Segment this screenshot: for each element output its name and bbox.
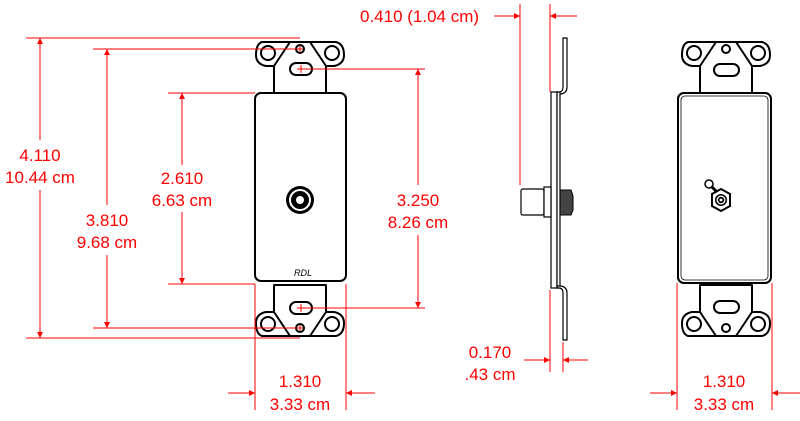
- rdl-logo: RDL: [294, 268, 312, 278]
- dim-rear-width-in: 1.310: [703, 372, 746, 391]
- rear-jack-icon: [704, 179, 731, 213]
- side-view: 0.410 (1.04 cm) 0.170 .43 cm: [360, 4, 588, 384]
- rear-plate: [677, 92, 772, 284]
- dim-slot-spacing-cm: 8.26 cm: [388, 213, 448, 232]
- dim-front-width-cm: 3.33 cm: [270, 395, 330, 414]
- dim-slot-spacing-in: 3.250: [397, 191, 440, 210]
- dim-side-depth: 0.410 (1.04 cm): [360, 7, 479, 26]
- dim-overall-height-in: 4.110: [19, 146, 60, 165]
- dim-hole-spacing-in: 3.810: [86, 211, 129, 230]
- rca-nut-icon: [559, 189, 574, 216]
- rear-view: 1.310 3.33 cm: [650, 41, 800, 414]
- dim-plate-height-cm: 6.63 cm: [152, 191, 212, 210]
- dim-side-offset-cm: .43 cm: [464, 365, 515, 384]
- front-view: RDL: [5, 37, 448, 414]
- dim-front-width-in: 1.310: [279, 372, 322, 391]
- dim-overall-height-cm: 10.44 cm: [5, 168, 75, 187]
- rca-jack-icon: [286, 186, 314, 214]
- rca-plug-body: [520, 188, 545, 216]
- dim-side-offset-in: 0.170: [469, 343, 512, 362]
- dim-rear-width-cm: 3.33 cm: [694, 395, 754, 414]
- dim-plate-height-in: 2.610: [161, 169, 204, 188]
- dim-hole-spacing-cm: 9.68 cm: [77, 233, 137, 252]
